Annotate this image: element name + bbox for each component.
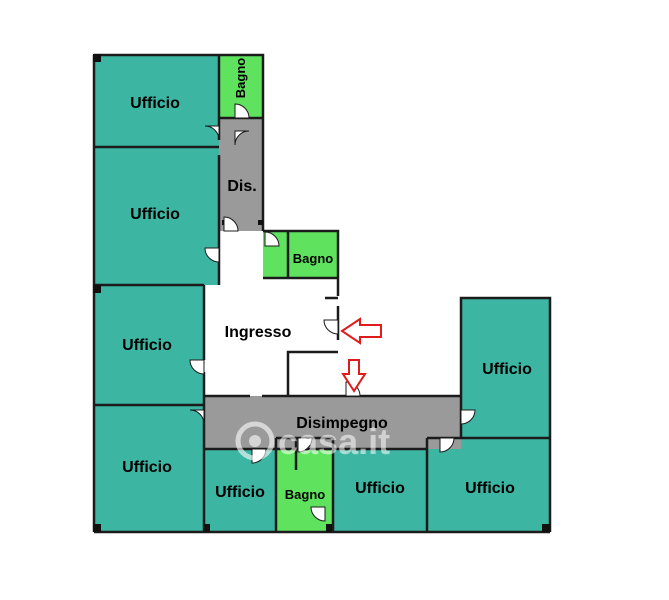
label-ufficio-3: Ufficio bbox=[122, 337, 172, 354]
office-room-2 bbox=[94, 147, 219, 285]
label-disimpegno: Disimpegno bbox=[296, 415, 388, 432]
ingresso-room bbox=[204, 231, 338, 396]
watermark-text: casa.it bbox=[278, 421, 390, 462]
office-room-3 bbox=[94, 285, 204, 405]
label-ufficio-6: Ufficio bbox=[355, 480, 405, 497]
walls bbox=[92, 53, 552, 534]
office-room-8 bbox=[461, 298, 550, 438]
office-room-7 bbox=[427, 438, 550, 532]
office-room-4 bbox=[94, 405, 204, 532]
label-ufficio-4: Ufficio bbox=[122, 459, 172, 476]
label-bagno-top: Bagno bbox=[233, 58, 248, 99]
label-ingresso: Ingresso bbox=[225, 324, 292, 341]
entrance-arrow-down-icon bbox=[341, 359, 367, 393]
label-dis: Dis. bbox=[227, 178, 256, 195]
office-room-5 bbox=[204, 449, 276, 532]
label-bagno-mid: Bagno bbox=[293, 251, 334, 266]
label-ufficio-8: Ufficio bbox=[482, 361, 532, 378]
label-ufficio-7: Ufficio bbox=[465, 480, 515, 497]
label-ufficio-5: Ufficio bbox=[215, 484, 265, 501]
dis-corridor bbox=[219, 118, 263, 231]
label-ufficio-1: Ufficio bbox=[130, 95, 180, 112]
label-bagno-bottom: Bagno bbox=[285, 487, 326, 502]
office-room-6 bbox=[333, 449, 427, 532]
office-room-1 bbox=[94, 55, 219, 147]
disimpegno-corridor-ext bbox=[427, 405, 461, 438]
entrance-arrow-icon bbox=[340, 317, 382, 345]
label-ufficio-2: Ufficio bbox=[130, 206, 180, 223]
watermark-logo bbox=[235, 421, 275, 461]
